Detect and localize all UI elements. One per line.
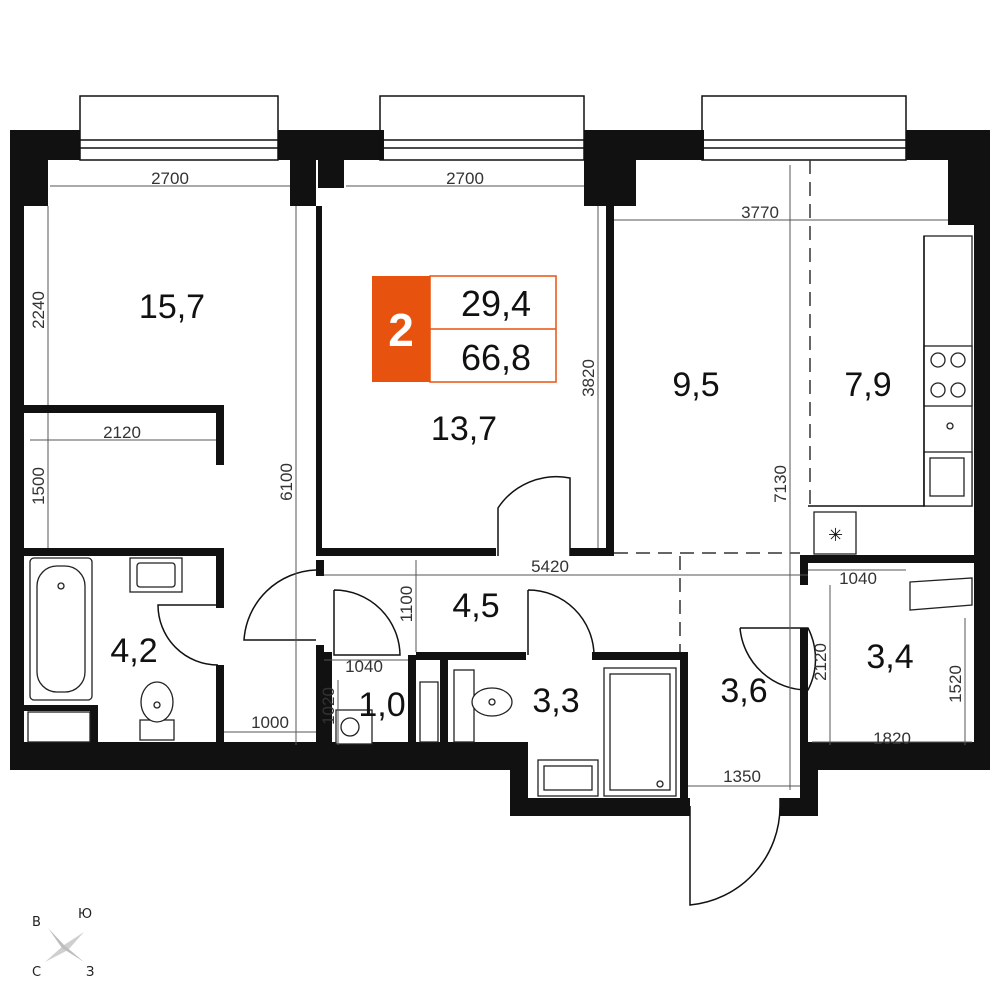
doors	[157, 475, 817, 906]
dimension-labels: 2700 2700 3770 2240 2120 1500 6100 3820 …	[29, 169, 965, 786]
zone-lines	[614, 160, 811, 652]
dim-label: 1020	[319, 687, 338, 725]
dim-label: 3770	[741, 203, 779, 222]
windows	[79, 95, 907, 161]
dim-label: 7130	[771, 465, 790, 503]
dim-label: 2120	[103, 423, 141, 442]
dim-label: 1100	[397, 586, 416, 623]
dim-label: 2120	[811, 643, 830, 681]
room-area-bathroom-2: 3,3	[532, 682, 579, 720]
dimension-lines	[30, 165, 972, 790]
window-1	[79, 95, 279, 161]
total-area-value: 66,8	[461, 337, 531, 378]
window-3	[701, 95, 907, 161]
room-area-bedroom-2: 13,7	[431, 410, 497, 448]
dim-label: 2240	[29, 291, 48, 329]
compass-label-s: С	[32, 965, 41, 980]
dim-label: 1040	[345, 657, 383, 676]
room-area-bedroom-1: 15,7	[139, 288, 205, 326]
toilet-icon	[139, 719, 175, 741]
stove-icon	[923, 345, 973, 407]
fridge-icon	[813, 511, 857, 555]
dim-label: 1350	[723, 767, 761, 786]
room-area-storage: 3,4	[866, 638, 913, 676]
dim-label: 1500	[29, 467, 48, 505]
room-area-living: 9,5	[672, 366, 719, 404]
fixtures: ✳	[27, 235, 973, 797]
room-area-labels: 15,7 13,7 9,5 7,9 4,2 4,5 1,0 3,3 3,6 3,…	[110, 288, 913, 724]
dim-label: 2700	[151, 169, 189, 188]
compass-label-v: В	[32, 915, 41, 930]
room-area-bathroom-1: 4,2	[110, 632, 157, 670]
room-area-kitchen: 7,9	[844, 366, 891, 404]
dim-label: 5420	[531, 557, 569, 576]
dim-label: 1000	[251, 713, 289, 732]
compass-label-yu: Ю	[78, 907, 92, 922]
dim-label: 2700	[446, 169, 484, 188]
compass-label-z: З	[86, 965, 94, 980]
room-area-wc: 1,0	[358, 686, 405, 724]
dim-label: 6100	[277, 463, 296, 501]
living-area-value: 29,4	[461, 283, 531, 324]
compass: В Ю С З	[32, 907, 94, 980]
dim-label: 3820	[579, 359, 598, 397]
dim-label: 1820	[873, 729, 911, 748]
room-area-entrance: 3,6	[720, 672, 767, 710]
window-2	[379, 95, 585, 161]
area-badge: 2 29,4 66,8	[372, 275, 557, 383]
wardrobe-icon	[909, 577, 973, 611]
rooms-count-box	[372, 276, 430, 382]
room-area-hallway: 4,5	[452, 587, 499, 625]
dim-label: 1520	[946, 665, 965, 703]
rooms-count: 2	[388, 304, 414, 356]
svg-text:✳: ✳	[828, 525, 843, 546]
exterior-walls	[10, 130, 990, 816]
interior-walls	[24, 206, 976, 798]
dim-label: 1040	[839, 569, 877, 588]
